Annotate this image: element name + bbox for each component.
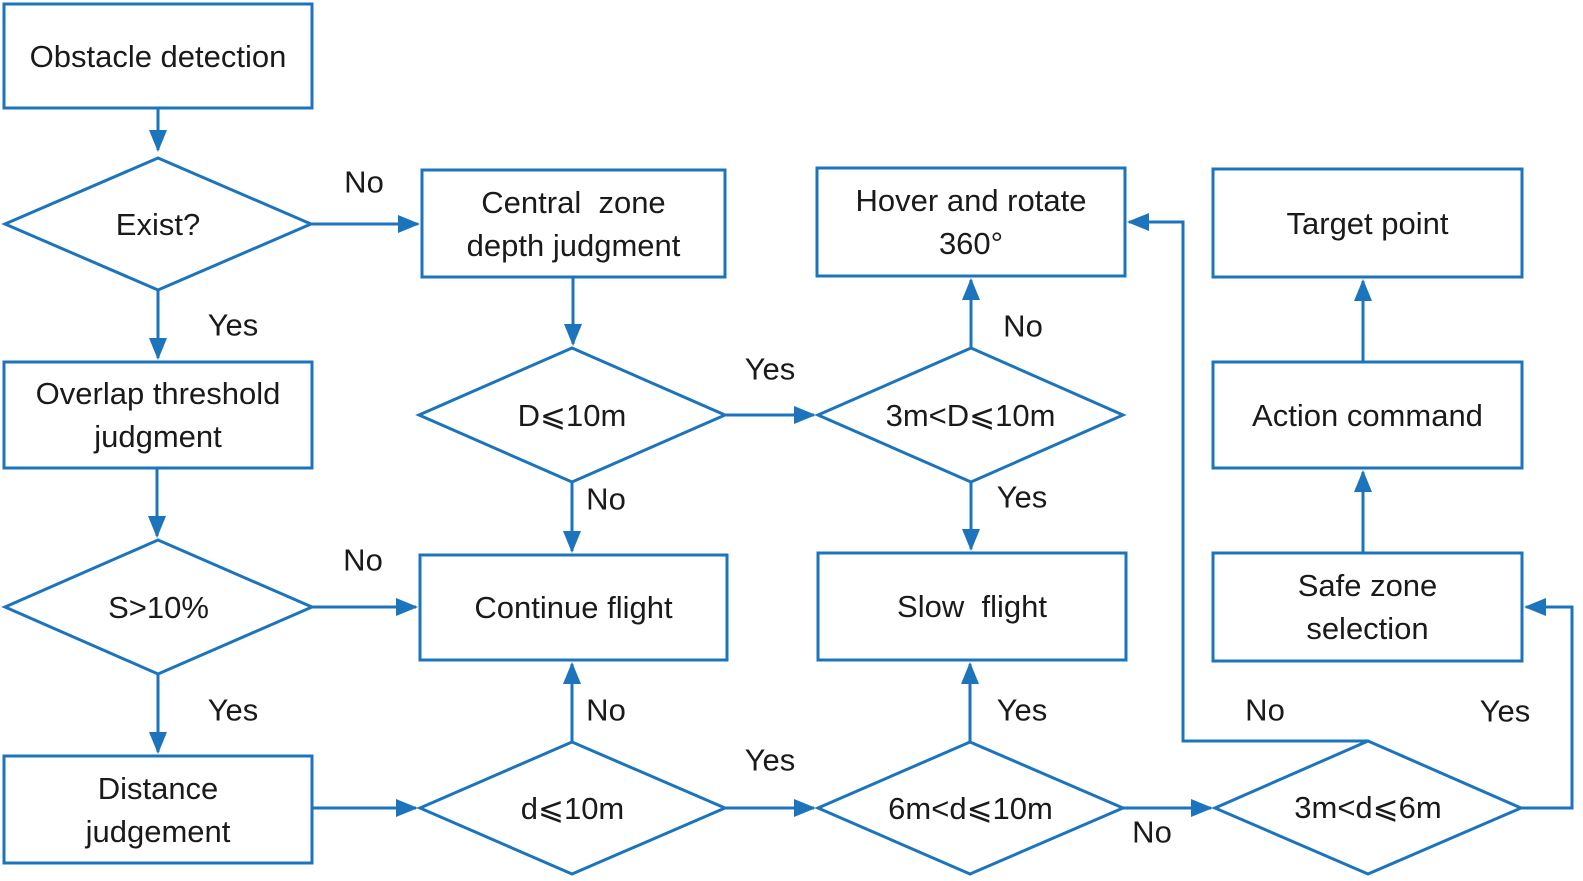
- node-3m-d-6m-shape: [1211, 739, 1525, 876]
- node-action-command-shape: [1211, 360, 1524, 470]
- node-central-zone-depth-shape: [420, 168, 727, 279]
- node-d-le-10m-shape: [416, 740, 729, 876]
- node-3m-D-10m-shape: [814, 346, 1127, 484]
- node-S-gt-10pct-shape: [1, 538, 316, 676]
- node-D-le-10m-shape: [415, 346, 729, 484]
- edge-md6-no-to-hover: [1127, 213, 1368, 743]
- node-continue-flight-shape: [418, 553, 729, 662]
- node-safe-zone-selection-shape: [1211, 551, 1524, 663]
- node-6m-d-10m-shape: [814, 740, 1127, 876]
- edge-md6-yes-to-safe: [1521, 598, 1574, 810]
- node-overlap-threshold-shape: [2, 360, 314, 470]
- node-exist-shape: [1, 156, 315, 292]
- edges: [148, 108, 1574, 817]
- node-slow-flight-shape: [816, 551, 1128, 662]
- node-hover-rotate-shape: [815, 166, 1127, 278]
- node-target-point-shape: [1211, 167, 1524, 279]
- node-distance-judgement-shape: [2, 754, 314, 865]
- node-shapes: [1, 2, 1525, 876]
- node-obstacle-detection-shape: [2, 2, 314, 110]
